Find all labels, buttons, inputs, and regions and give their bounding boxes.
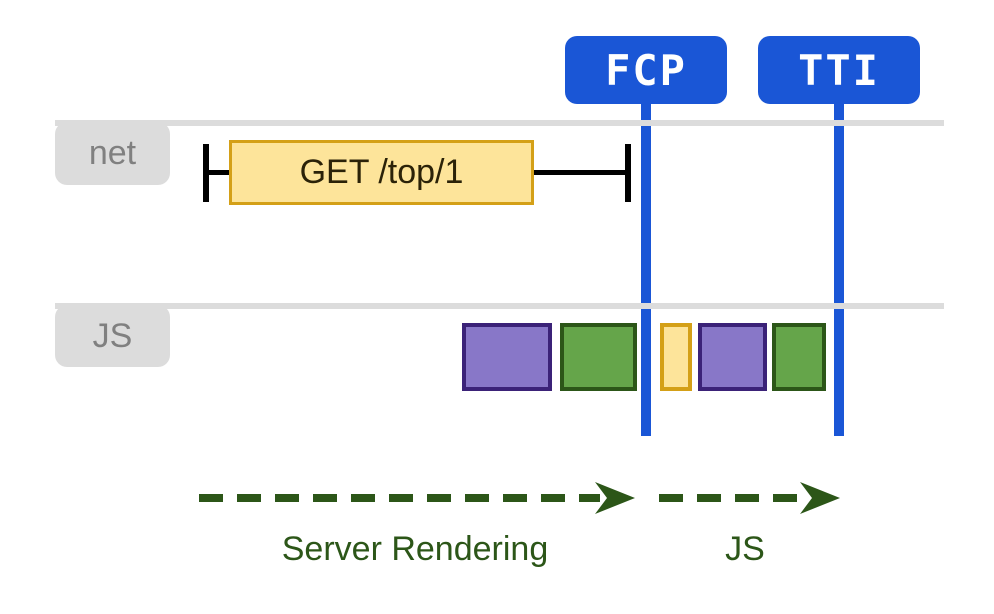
- js-phase-caption-text: JS: [725, 530, 765, 568]
- js-lane-label: JS: [55, 305, 170, 367]
- js-task-block[interactable]: [660, 323, 692, 391]
- server-rendering-caption: Server Rendering: [180, 530, 650, 569]
- js-lane-rule: [55, 303, 944, 309]
- fcp-marker-badge[interactable]: FCP: [565, 36, 727, 104]
- tti-marker-line: [834, 96, 844, 436]
- net-lane-label: net: [55, 122, 170, 185]
- server-rendering-caption-text: Server Rendering: [281, 530, 549, 568]
- request-end-cap: [625, 144, 631, 202]
- js-task-block[interactable]: [462, 323, 552, 391]
- js-phase-caption: JS: [650, 530, 840, 569]
- server-rendering-arrow: [199, 482, 635, 514]
- fcp-marker-label: FCP: [605, 45, 687, 95]
- net-lane-rule: [55, 120, 944, 126]
- request-bar[interactable]: GET /top/1: [229, 140, 534, 205]
- net-lane-label-text: net: [88, 134, 137, 172]
- js-task-block[interactable]: [772, 323, 826, 391]
- js-task-block[interactable]: [698, 323, 767, 391]
- tti-marker-label: TTI: [798, 45, 880, 95]
- request-label: GET /top/1: [299, 153, 464, 191]
- fcp-marker-line: [641, 96, 651, 436]
- tti-marker-badge[interactable]: TTI: [758, 36, 920, 104]
- js-lane-label-text: JS: [92, 316, 133, 355]
- js-phase-arrow: [659, 482, 840, 514]
- js-task-block[interactable]: [560, 323, 637, 391]
